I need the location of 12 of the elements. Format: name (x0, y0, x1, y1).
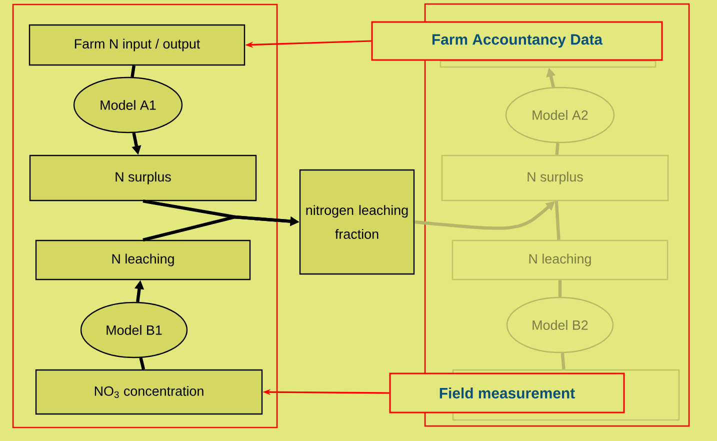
process-box: N surplus (29, 154, 257, 202)
process-box: nitrogen leaching fraction (299, 169, 415, 275)
panel-frame (424, 3, 690, 427)
faded-process-box (440, 60, 656, 68)
faded-process-box: N leaching (452, 240, 668, 280)
process-box: NO$_{3}$ concentration (35, 369, 263, 415)
faded-process-box: N surplus (441, 154, 669, 202)
process-box: Farm N input / output (28, 24, 246, 66)
data-source-box: Field measurement (389, 372, 625, 414)
data-source-box: Farm Accountancy Data (371, 21, 663, 61)
process-box: N leaching (35, 240, 251, 280)
panel-frame (12, 4, 278, 428)
